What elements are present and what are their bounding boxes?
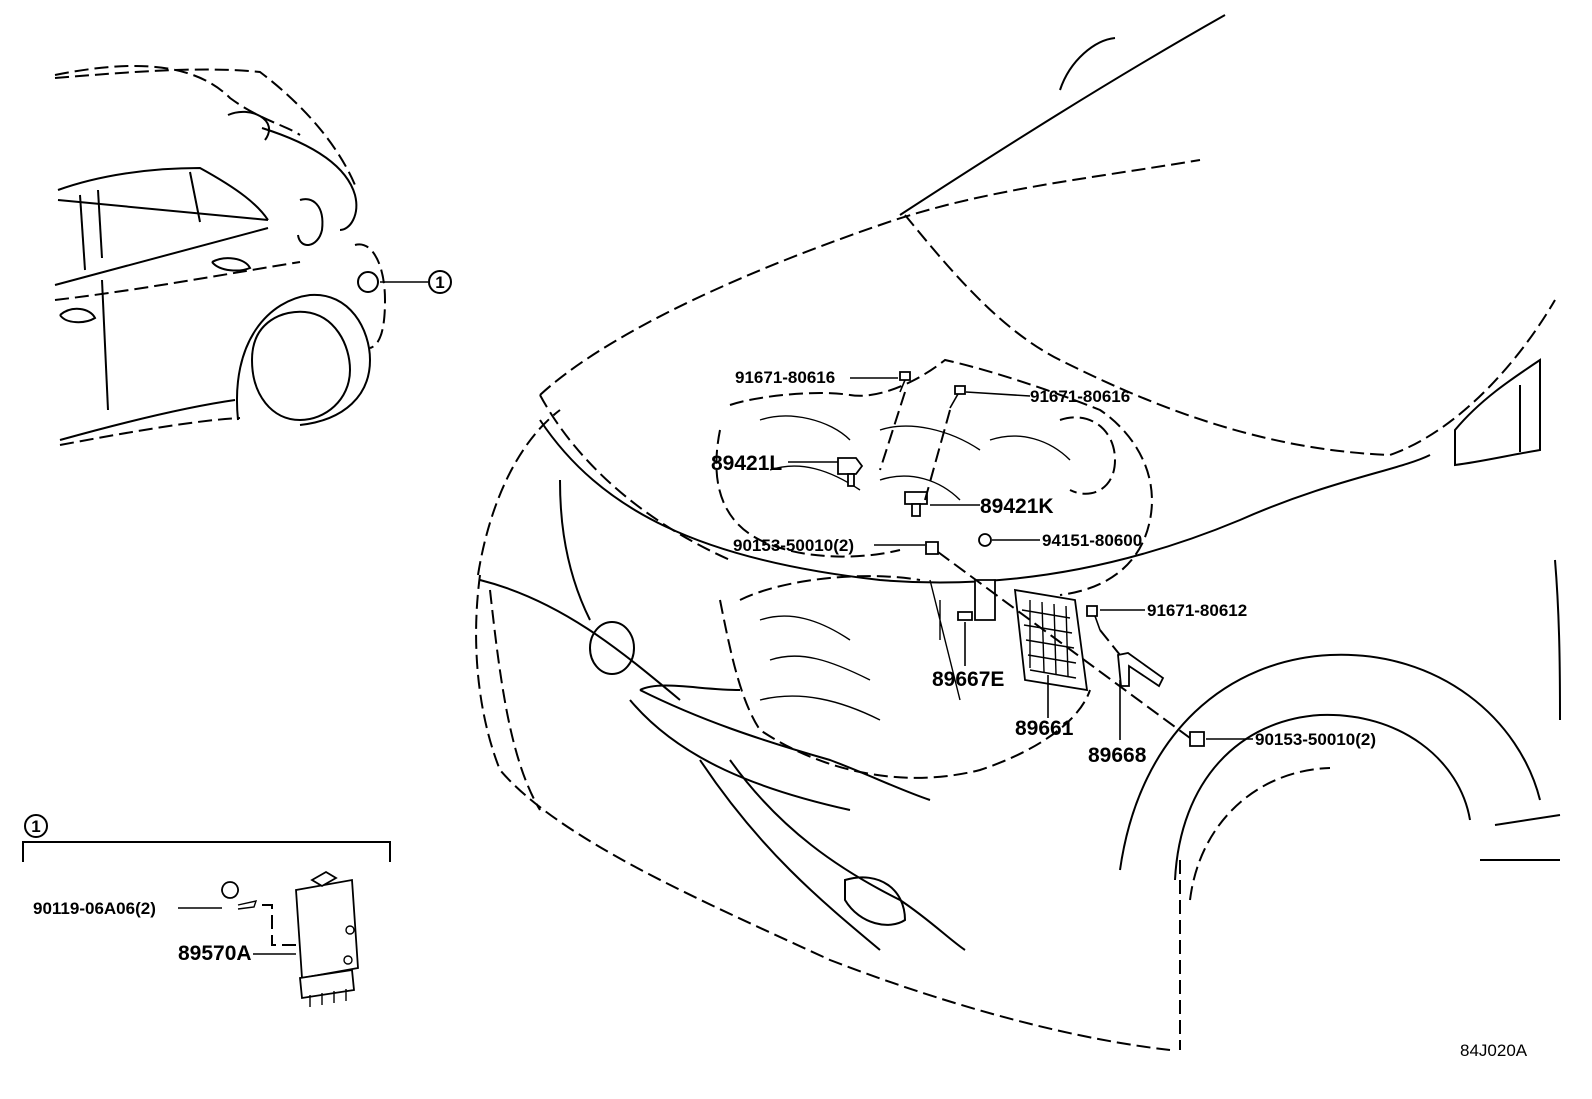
label-91671-80616-right: 91671-80616: [1030, 387, 1130, 406]
inset-callout-label: 1: [31, 817, 40, 836]
inset-callout-circle: [24, 814, 48, 838]
label-91671-80616-left: 91671-80616: [735, 368, 835, 387]
leader-lines: [178, 377, 1253, 955]
callout-circles: 1 1: [24, 270, 452, 838]
label-94151-80600: 94151-80600: [1042, 531, 1142, 550]
module-inset: [22, 841, 391, 1007]
callout-label-1: 1: [435, 273, 444, 292]
label-89668: 89668: [1088, 744, 1147, 767]
label-89421K: 89421K: [980, 495, 1054, 518]
diagram-code: 84J020A: [1460, 1041, 1528, 1060]
rear-car-inset: [54, 65, 428, 446]
label-90153-50010-upper: 90153-50010(2): [733, 536, 854, 555]
label-90119-06A06: 90119-06A06(2): [33, 899, 156, 918]
label-91671-80612: 91671-80612: [1147, 601, 1247, 620]
part-drawings: [837, 371, 1205, 747]
front-car-outline: [475, 14, 1561, 1051]
part-labels: 91671-80616 91671-80616 89421L 89421K 90…: [33, 368, 1528, 1060]
callout-circle-1: [428, 270, 452, 294]
label-89661: 89661: [1015, 717, 1074, 740]
label-89421L: 89421L: [711, 452, 782, 475]
label-89570A: 89570A: [178, 942, 252, 965]
label-90153-50010-lower: 90153-50010(2): [1255, 730, 1376, 749]
label-89667E: 89667E: [932, 668, 1004, 691]
